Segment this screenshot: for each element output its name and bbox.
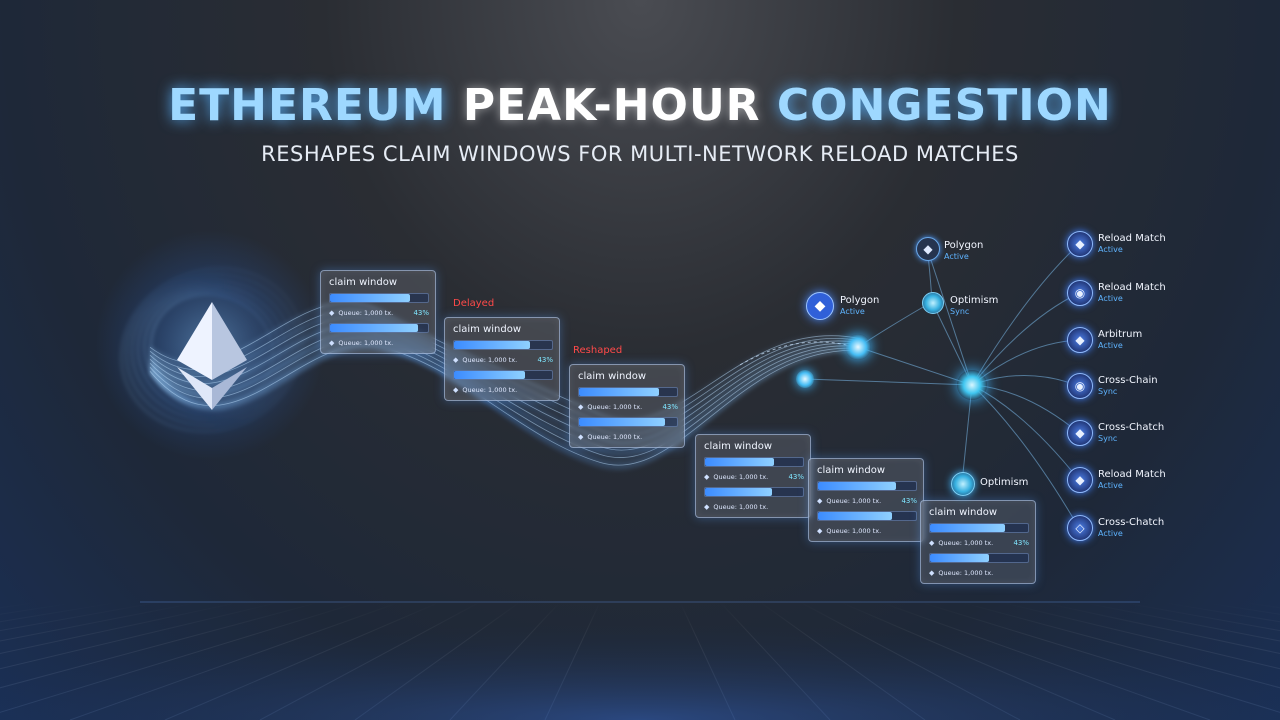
- queue-row: ◆Queue: 1,000 tx.: [817, 497, 882, 505]
- claim-window-card: claim window ◆Queue: 1,000 tx. 43% ◆Queu…: [444, 317, 560, 401]
- ring-icon: ◉: [1067, 280, 1093, 306]
- queue-progress-bar: [704, 457, 804, 467]
- glow-node-icon: [845, 334, 871, 360]
- stage-label-reshaped: Reshaped: [573, 345, 623, 356]
- queue-row: ◆Queue: 1,000 tx.: [704, 503, 769, 511]
- eth-small-icon: ◆: [329, 309, 335, 317]
- claim-window-title: claim window: [453, 324, 522, 335]
- ring-icon: ◉: [1067, 373, 1093, 399]
- queue-row: ◆Queue: 1,000 tx.: [329, 309, 394, 317]
- polygon-top-icon: ◆: [916, 237, 940, 261]
- queue-percent: 43%: [788, 473, 804, 481]
- claim-window-card: claim window ◆Queue: 1,000 tx. 43% ◆Queu…: [920, 500, 1036, 584]
- eth-small-icon: ◆: [929, 569, 935, 577]
- eth-small-icon: ◆: [929, 539, 935, 547]
- eth-small-icon: ◆: [453, 386, 459, 394]
- title-peak-hour: PEAK-HOUR: [462, 80, 761, 131]
- queue-percent: 43%: [901, 497, 917, 505]
- optimism-bottom-icon: [951, 472, 975, 496]
- eth-small-icon: ◆: [329, 339, 335, 347]
- eth-small-icon: ◆: [578, 433, 584, 441]
- queue-percent: 43%: [662, 403, 678, 411]
- eth-icon: ◆: [1067, 420, 1093, 446]
- eth-icon: ◆: [1067, 327, 1093, 353]
- queue-progress-bar: [817, 511, 917, 521]
- claim-window-card: claim window ◆Queue: 1,000 tx. 43% ◆Queu…: [808, 458, 924, 542]
- diamond-icon: ◆: [1067, 231, 1093, 257]
- claim-window-card: claim window ◆Queue: 1,000 tx. 43% ◆Queu…: [569, 364, 685, 448]
- eth-small-icon: ◆: [817, 527, 823, 535]
- title-ethereum: ETHEREUM: [168, 80, 447, 131]
- eth-outline-icon: ◇: [1067, 515, 1093, 541]
- page-subtitle: RESHAPES CLAIM WINDOWS FOR MULTI-NETWORK…: [261, 142, 1019, 166]
- claim-window-title: claim window: [329, 277, 398, 288]
- queue-row: ◆Queue: 1,000 tx.: [817, 527, 882, 535]
- queue-progress-bar: [817, 481, 917, 491]
- queue-progress-bar: [929, 553, 1029, 563]
- queue-progress-bar: [329, 293, 429, 303]
- queue-percent: 43%: [413, 309, 429, 317]
- polygon-left-icon: ◆: [806, 292, 834, 320]
- eth-small-icon: ◆: [704, 473, 710, 481]
- queue-progress-bar: [578, 387, 678, 397]
- optimism-bottom-label: Optimism: [980, 477, 1029, 488]
- queue-percent: 43%: [1013, 539, 1029, 547]
- queue-progress-bar: [929, 523, 1029, 533]
- queue-row: ◆Queue: 1,000 tx.: [929, 539, 994, 547]
- eth-small-icon: ◆: [817, 497, 823, 505]
- queue-progress-bar: [329, 323, 429, 333]
- queue-row: ◆Queue: 1,000 tx.: [329, 339, 394, 347]
- claim-window-title: claim window: [704, 441, 773, 452]
- queue-row: ◆Queue: 1,000 tx.: [578, 433, 643, 441]
- eth-small-icon: ◆: [704, 503, 710, 511]
- queue-progress-bar: [704, 487, 804, 497]
- glow-node-icon: [796, 370, 814, 388]
- queue-row: ◆Queue: 1,000 tx.: [453, 386, 518, 394]
- queue-row: ◆Queue: 1,000 tx.: [929, 569, 994, 577]
- claim-window-title: claim window: [929, 507, 998, 518]
- title-congestion: CONGESTION: [776, 80, 1112, 131]
- optimism-top-icon: [922, 292, 944, 314]
- queue-row: ◆Queue: 1,000 tx.: [704, 473, 769, 481]
- diamond-icon: ◆: [1067, 467, 1093, 493]
- eth-small-icon: ◆: [578, 403, 584, 411]
- queue-progress-bar: [578, 417, 678, 427]
- claim-window-card: claim window ◆Queue: 1,000 tx. 43% ◆Queu…: [320, 270, 436, 354]
- hub-node-icon: [957, 370, 987, 400]
- queue-progress-bar: [453, 370, 553, 380]
- page-title: ETHEREUM PEAK-HOUR CONGESTION: [0, 80, 1280, 131]
- queue-progress-bar: [453, 340, 553, 350]
- claim-window-title: claim window: [817, 465, 886, 476]
- claim-window-card: claim window ◆Queue: 1,000 tx. 43% ◆Queu…: [695, 434, 811, 518]
- eth-small-icon: ◆: [453, 356, 459, 364]
- queue-percent: 43%: [537, 356, 553, 364]
- queue-row: ◆Queue: 1,000 tx.: [453, 356, 518, 364]
- stage-label-delayed: Delayed: [453, 298, 495, 309]
- claim-window-title: claim window: [578, 371, 647, 382]
- ethereum-logo-icon: [177, 302, 247, 410]
- queue-row: ◆Queue: 1,000 tx.: [578, 403, 643, 411]
